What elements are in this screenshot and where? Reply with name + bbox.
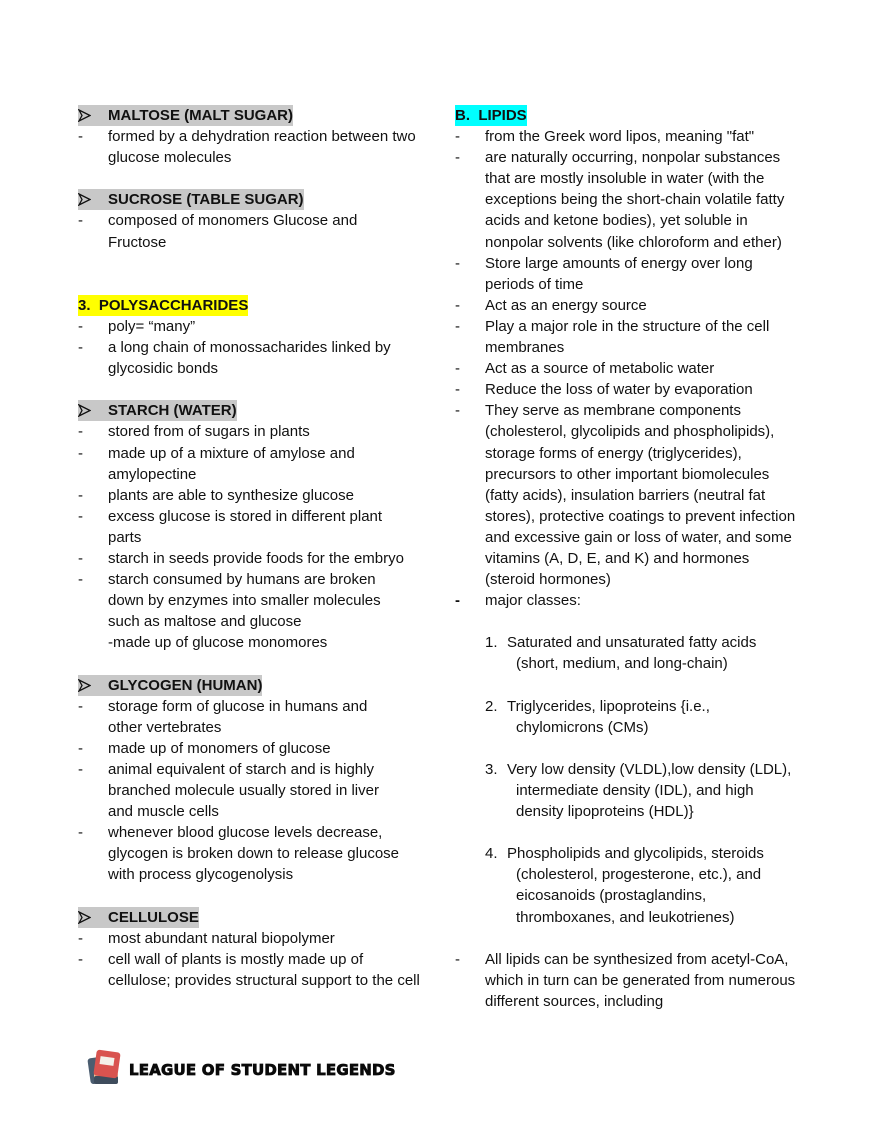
bullet-item: -made up of a mixture of amylose and amy…	[78, 444, 355, 483]
bullet-item: -Store large amounts of energy over long…	[455, 254, 753, 293]
bullet-item: -from the Greek word lipos, meaning "fat…	[455, 128, 755, 146]
bullet-item: -composed of monomers Glucose and Fructo…	[78, 212, 358, 251]
bullet-item: -starch consumed by humans are broken do…	[78, 571, 381, 631]
book-stack-icon	[87, 1049, 123, 1092]
bullet-item: -major classes:	[455, 592, 581, 610]
bullet-item: -poly= “many”	[78, 317, 196, 335]
lipid-class-item: 1. Saturated and unsaturated fatty acids…	[485, 634, 757, 673]
bullet-item: -excess glucose is stored in different p…	[78, 507, 383, 546]
heading-text: CELLULOSE	[108, 908, 199, 926]
heading-text: STARCH (WATER)	[108, 402, 237, 420]
right-column: B. LIPIDS -from the Greek word lipos, me…	[455, 105, 830, 1012]
bullet-item: -whenever blood glucose levels decrease,…	[78, 824, 400, 884]
heading-text: SUCROSE (TABLE SUGAR)	[108, 191, 304, 209]
bullet-item: -formed by a dehydration reaction betwee…	[78, 128, 416, 167]
starch-heading: STARCH (WATER)	[77, 400, 438, 422]
bullet-item: -storage form of glucose in humans and o…	[78, 697, 368, 736]
lipid-class-item: 2. Triglycerides, lipoproteins {i.e.,chy…	[485, 697, 710, 736]
heading-text: GLYCOGEN (HUMAN)	[108, 676, 263, 694]
bullet-item: -stored from of sugars in plants	[78, 423, 310, 441]
bullet-item: -Act as an energy source	[455, 296, 647, 314]
bullet-item: -They serve as membrane components (chol…	[455, 402, 796, 589]
bullet-item: -starch in seeds provide foods for the e…	[78, 549, 404, 567]
arrow-bullet-icon	[77, 105, 108, 126]
bullet-item: -made up of monomers of glucose	[78, 739, 331, 757]
lipids-heading: B. LIPIDS	[455, 105, 830, 127]
glycogen-heading: GLYCOGEN (HUMAN)	[77, 674, 438, 696]
arrow-bullet-icon	[77, 400, 108, 421]
lipid-class-item: 3. Very low density (VLDL),low density (…	[485, 760, 792, 821]
arrow-bullet-icon	[77, 675, 108, 696]
arrow-bullet-icon	[77, 907, 108, 928]
starch-extra-line: -made up of glucose monomores	[108, 634, 328, 652]
bullet-item: -cell wall of plants is mostly made up o…	[78, 950, 420, 989]
bullet-item: -plants are able to synthesize glucose	[78, 486, 354, 504]
heading-text: MALTOSE (MALT SUGAR)	[108, 107, 293, 124]
bullet-item: -Reduce the loss of water by evaporation	[455, 381, 753, 399]
bullet-item: -All lipids can be synthesized from acet…	[455, 950, 796, 1010]
bullet-item: -animal equivalent of starch and is high…	[78, 760, 379, 821]
cellulose-heading: CELLULOSE	[77, 906, 438, 928]
arrow-bullet-icon	[77, 189, 108, 210]
footer-logo: LEAGUE OF STUDENT LEGENDS	[87, 1049, 396, 1092]
bullet-item: -Act as a source of metabolic water	[455, 360, 715, 378]
sucrose-heading: SUCROSE (TABLE SUGAR)	[77, 189, 438, 211]
polysaccharides-heading: 3. POLYSACCHARIDES	[78, 294, 438, 316]
bullet-item: -most abundant natural biopolymer	[78, 929, 335, 947]
brand-name: LEAGUE OF STUDENT LEGENDS	[129, 1061, 396, 1080]
bullet-item: -a long chain of monossacharides linked …	[78, 339, 391, 378]
left-column: MALTOSE (MALT SUGAR) -formed by a dehydr…	[77, 105, 438, 991]
lipid-class-item: 4. Phospholipids and glycolipids, steroi…	[485, 845, 764, 926]
bullet-item: -Play a major role in the structure of t…	[455, 317, 770, 357]
bullet-item: -are naturally occurring, nonpolar subst…	[455, 149, 785, 251]
maltose-heading: MALTOSE (MALT SUGAR)	[77, 105, 438, 127]
